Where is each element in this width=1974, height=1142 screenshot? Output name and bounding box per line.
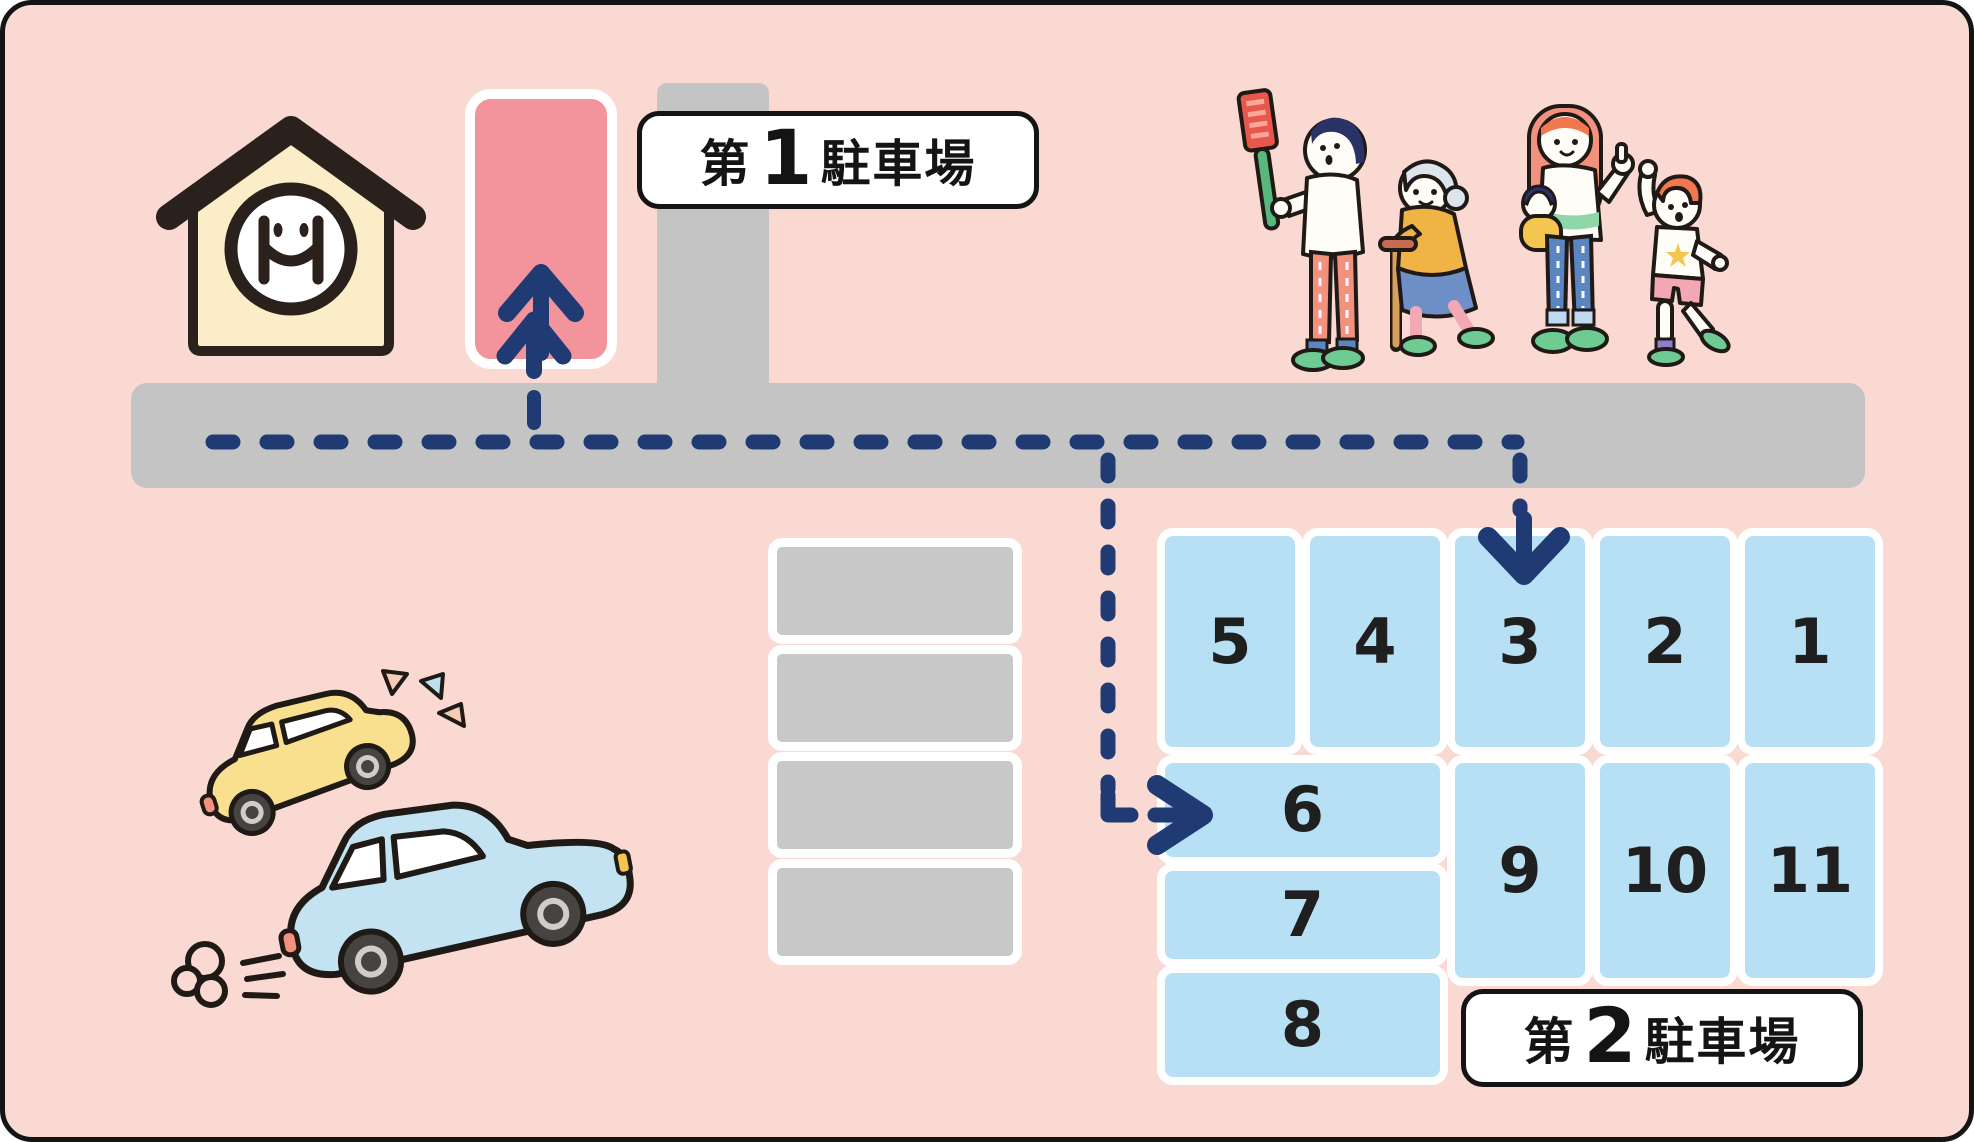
waving-child-icon — [1637, 159, 1731, 367]
space-number: 2 — [1643, 604, 1687, 678]
family-illustration — [1236, 88, 1731, 372]
parking-space: 11 — [1737, 755, 1883, 986]
elderly-woman-icon — [1378, 159, 1495, 357]
lot1-parking-space — [465, 89, 617, 369]
unmarked-space — [768, 538, 1022, 644]
parking-space: 2 — [1592, 528, 1738, 755]
parking-space: 7 — [1157, 863, 1448, 967]
parking-space: 9 — [1447, 755, 1593, 986]
main-road — [131, 383, 1865, 488]
parking-space: 1 — [1737, 528, 1883, 755]
lot1-label-prefix: 第 — [699, 135, 752, 193]
mother-with-baby-icon — [1519, 104, 1635, 354]
person-with-toothbrush-icon — [1236, 88, 1367, 372]
space-number: 4 — [1353, 604, 1397, 678]
yellow-car-icon — [199, 689, 416, 836]
space-number: 6 — [1280, 773, 1325, 846]
smile-icon — [258, 241, 324, 267]
lot2-label-prefix: 第 — [1523, 1013, 1576, 1071]
parking-space: 10 — [1592, 755, 1738, 986]
up-arrow-icon — [498, 264, 584, 361]
lot2-label-number: 2 — [1583, 990, 1637, 1080]
space-number: 1 — [1788, 604, 1832, 678]
space-number: 10 — [1621, 833, 1709, 907]
parking-space: 5 — [1157, 528, 1303, 755]
unmarked-space — [768, 752, 1022, 858]
lot1-label-suffix: 駐車場 — [820, 135, 977, 193]
space-number: 7 — [1280, 878, 1325, 951]
parking-space: 4 — [1302, 528, 1448, 755]
parking-space: 8 — [1157, 965, 1448, 1085]
parking-space: 6 — [1157, 755, 1448, 865]
house-icon — [156, 116, 426, 356]
roof-line — [156, 116, 426, 230]
parking-space: 3 — [1447, 528, 1593, 755]
star-icon — [1666, 243, 1690, 267]
space-number: 9 — [1498, 833, 1542, 907]
lot2-label: 第 2 駐車場 — [1461, 989, 1863, 1087]
blue-car-icon — [278, 801, 634, 995]
lot2-label-suffix: 駐車場 — [1644, 1013, 1801, 1071]
lot1-label-number: 1 — [759, 112, 813, 202]
exhaust-puff-icon — [171, 941, 286, 1008]
lot1-label: 第 1 駐車場 — [637, 111, 1039, 209]
unmarked-space — [768, 859, 1022, 965]
space-number: 8 — [1280, 988, 1325, 1061]
sparkle-triangles-icon — [381, 669, 466, 728]
space-number: 5 — [1208, 604, 1252, 678]
space-number: 11 — [1766, 833, 1854, 907]
logo-circle — [224, 182, 358, 316]
space-number: 3 — [1498, 604, 1542, 678]
unmarked-space — [768, 645, 1022, 751]
cars-illustration — [171, 669, 634, 1008]
